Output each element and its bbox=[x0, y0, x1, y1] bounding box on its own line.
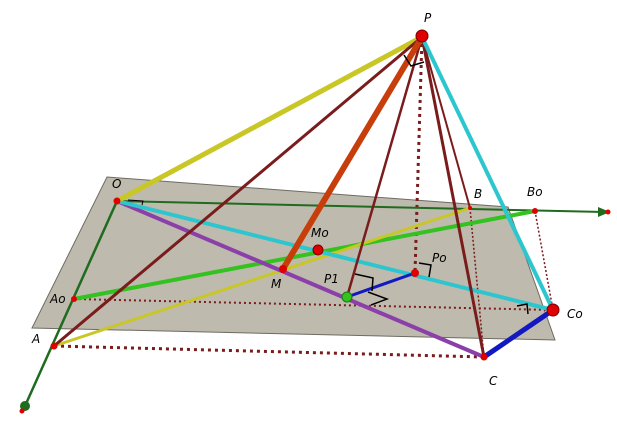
label-p1: P1 bbox=[324, 272, 339, 286]
axis-x bbox=[116, 200, 605, 213]
point-b bbox=[468, 206, 472, 210]
right-angle-o bbox=[127, 199, 144, 206]
blue-c-co bbox=[482, 307, 555, 360]
dotted-b-c bbox=[469, 207, 485, 358]
label-b: B bbox=[474, 187, 482, 201]
dotted-a-c bbox=[53, 344, 485, 359]
right-angle-co bbox=[516, 303, 529, 315]
dotted-bo-co bbox=[534, 210, 554, 311]
right-angle-p1-b bbox=[367, 291, 390, 306]
label-c: C bbox=[489, 374, 498, 388]
label-mo: Mo bbox=[311, 226, 329, 240]
maroon-p-a bbox=[53, 35, 423, 348]
point-c bbox=[480, 353, 488, 361]
maroon-p-b bbox=[421, 36, 471, 209]
point-p bbox=[415, 29, 429, 43]
point-mo bbox=[312, 244, 324, 256]
point-o bbox=[113, 197, 121, 205]
point-bo bbox=[532, 208, 538, 214]
maroon-p-c bbox=[420, 36, 486, 358]
yellow-p-o bbox=[115, 34, 424, 204]
maroon-p-p1 bbox=[345, 36, 424, 298]
label-o: O bbox=[112, 177, 121, 191]
point-m bbox=[279, 265, 287, 273]
point-a bbox=[50, 342, 58, 350]
point-ao bbox=[71, 296, 77, 302]
point-axis-end bbox=[605, 209, 611, 215]
point-p1 bbox=[341, 291, 353, 303]
label-p: P bbox=[424, 11, 432, 25]
orange-p-m bbox=[280, 35, 425, 271]
point-origin-end bbox=[20, 401, 30, 411]
label-ao: Ao bbox=[49, 292, 66, 306]
yellow-a-b bbox=[53, 206, 471, 348]
label-co: Co bbox=[567, 307, 583, 321]
label-bo: Bo bbox=[527, 185, 543, 199]
point-po bbox=[411, 269, 419, 277]
right-angle-p1-a bbox=[354, 273, 374, 292]
cyan-p-co bbox=[420, 36, 555, 311]
label-a: A bbox=[31, 332, 40, 346]
angle-mark-apex bbox=[403, 54, 425, 67]
right-angle-po bbox=[418, 262, 432, 278]
point-origin-end-small bbox=[19, 408, 25, 414]
purple-o-c bbox=[116, 199, 485, 359]
axis-oa bbox=[23, 200, 119, 407]
label-po: Po bbox=[432, 251, 447, 265]
blue-p1-po bbox=[346, 271, 416, 299]
cyan-o-co bbox=[116, 199, 554, 312]
axis-x-arrow bbox=[598, 207, 610, 217]
label-m: M bbox=[271, 277, 282, 291]
point-co bbox=[546, 303, 560, 317]
